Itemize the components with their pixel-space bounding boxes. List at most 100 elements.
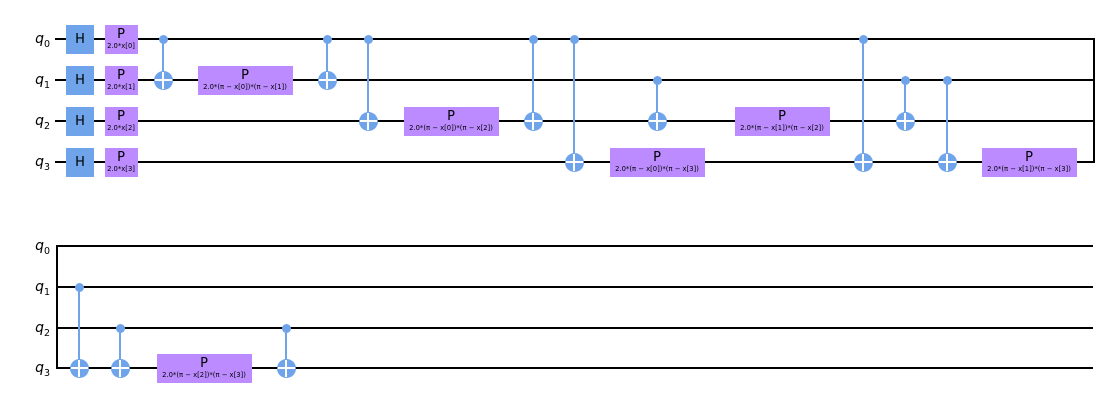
gate-label: P [117,67,125,83]
fold-continuation-line [1093,38,1095,163]
cx-target-plus-vertical [325,71,329,89]
cx-control-dot [322,34,332,44]
qubit-label: q2 [14,318,50,338]
cx-target-plus-vertical [118,359,122,377]
gate-parameter: 2.0*(π − x[0])*(π − x[3]) [615,165,699,174]
gate-parameter: 2.0*x[1] [107,83,135,92]
qubit-label-subscript: 1 [43,286,50,298]
cx-control-dot [900,75,910,85]
qubit-label-base: q [35,113,44,129]
qubit-label-subscript: 0 [43,245,50,257]
cx-connector [862,39,864,162]
cx-target-icon [317,70,337,90]
cx-connector [78,287,80,368]
gate-label: P [117,149,125,165]
qubit-label: q3 [14,152,50,172]
cx-target-icon [895,111,915,131]
qubit-label-subscript: 2 [43,327,50,339]
qubit-label: q0 [14,236,50,256]
gate-label: P [241,67,249,83]
gate-parameter: 2.0*x[0] [107,42,135,51]
gate-parameter: 2.0*(π − x[0])*(π − x[1]) [203,83,287,92]
qubit-label-base: q [35,360,44,376]
cx-target-plus-vertical [77,359,81,377]
cx-target-plus-vertical [903,112,907,130]
fold-continuation-line [56,245,58,369]
cx-target-icon [358,111,378,131]
qubit-wire [56,327,1093,329]
gate-label: H [75,72,85,88]
cx-connector [119,328,121,368]
gate-label: H [75,154,85,170]
gate-label: P [447,108,455,124]
gate-label: P [1025,149,1033,165]
gate-label: H [75,113,85,129]
qubit-label: q2 [14,111,50,131]
cx-target-plus-vertical [284,359,288,377]
cx-target-icon [523,111,543,131]
qubit-label-base: q [35,320,44,336]
qubit-label-subscript: 3 [43,367,50,379]
cx-target-icon [110,358,130,378]
qubit-wire [56,367,1093,369]
qubit-wire [56,286,1093,288]
h-gate: H [66,147,94,177]
cx-connector [904,80,906,121]
qubit-label-base: q [35,31,44,47]
cx-connector [162,39,164,80]
cx-target-plus-vertical [861,153,865,171]
cx-target-icon [276,358,296,378]
qubit-label-subscript: 3 [43,161,50,173]
gate-label: P [778,108,786,124]
gate-label: P [653,149,661,165]
cx-control-dot [115,323,125,333]
cx-target-icon [69,358,89,378]
cx-target-plus-vertical [945,153,949,171]
cx-control-dot [74,282,84,292]
cx-target-plus-vertical [655,112,659,130]
qubit-label-subscript: 2 [43,120,50,132]
cx-target-plus-vertical [572,153,576,171]
qubit-label-base: q [35,238,44,254]
gate-parameter: 2.0*(π − x[2])*(π − x[3]) [162,371,246,380]
cx-target-icon [647,111,667,131]
h-gate: H [66,24,94,54]
cx-target-plus-vertical [366,112,370,130]
qubit-label: q1 [14,277,50,297]
gate-parameter: 2.0*(π − x[1])*(π − x[3]) [987,165,1071,174]
qubit-label-subscript: 1 [43,79,50,91]
cx-connector [367,39,369,121]
cx-connector [532,39,534,121]
cx-connector [285,328,287,368]
gate-label: P [117,26,125,42]
gate-parameter: 2.0*x[2] [107,124,135,133]
cx-target-icon [153,70,173,90]
cx-control-dot [363,34,373,44]
gate-label: P [200,355,208,371]
qubit-label-base: q [35,72,44,88]
cx-control-dot [652,75,662,85]
qubit-label: q3 [14,358,50,378]
qubit-wire [56,245,1093,247]
cx-control-dot [281,323,291,333]
qubit-label: q1 [14,70,50,90]
cx-control-dot [858,34,868,44]
gate-parameter: 2.0*(π − x[1])*(π − x[2]) [740,124,824,133]
cx-connector [946,80,948,162]
cx-connector [326,39,328,80]
qubit-label-subscript: 0 [43,38,50,50]
gate-parameter: 2.0*x[3] [107,165,135,174]
cx-target-plus-vertical [161,71,165,89]
cx-connector [573,39,575,162]
cx-target-icon [564,152,584,172]
cx-target-icon [853,152,873,172]
